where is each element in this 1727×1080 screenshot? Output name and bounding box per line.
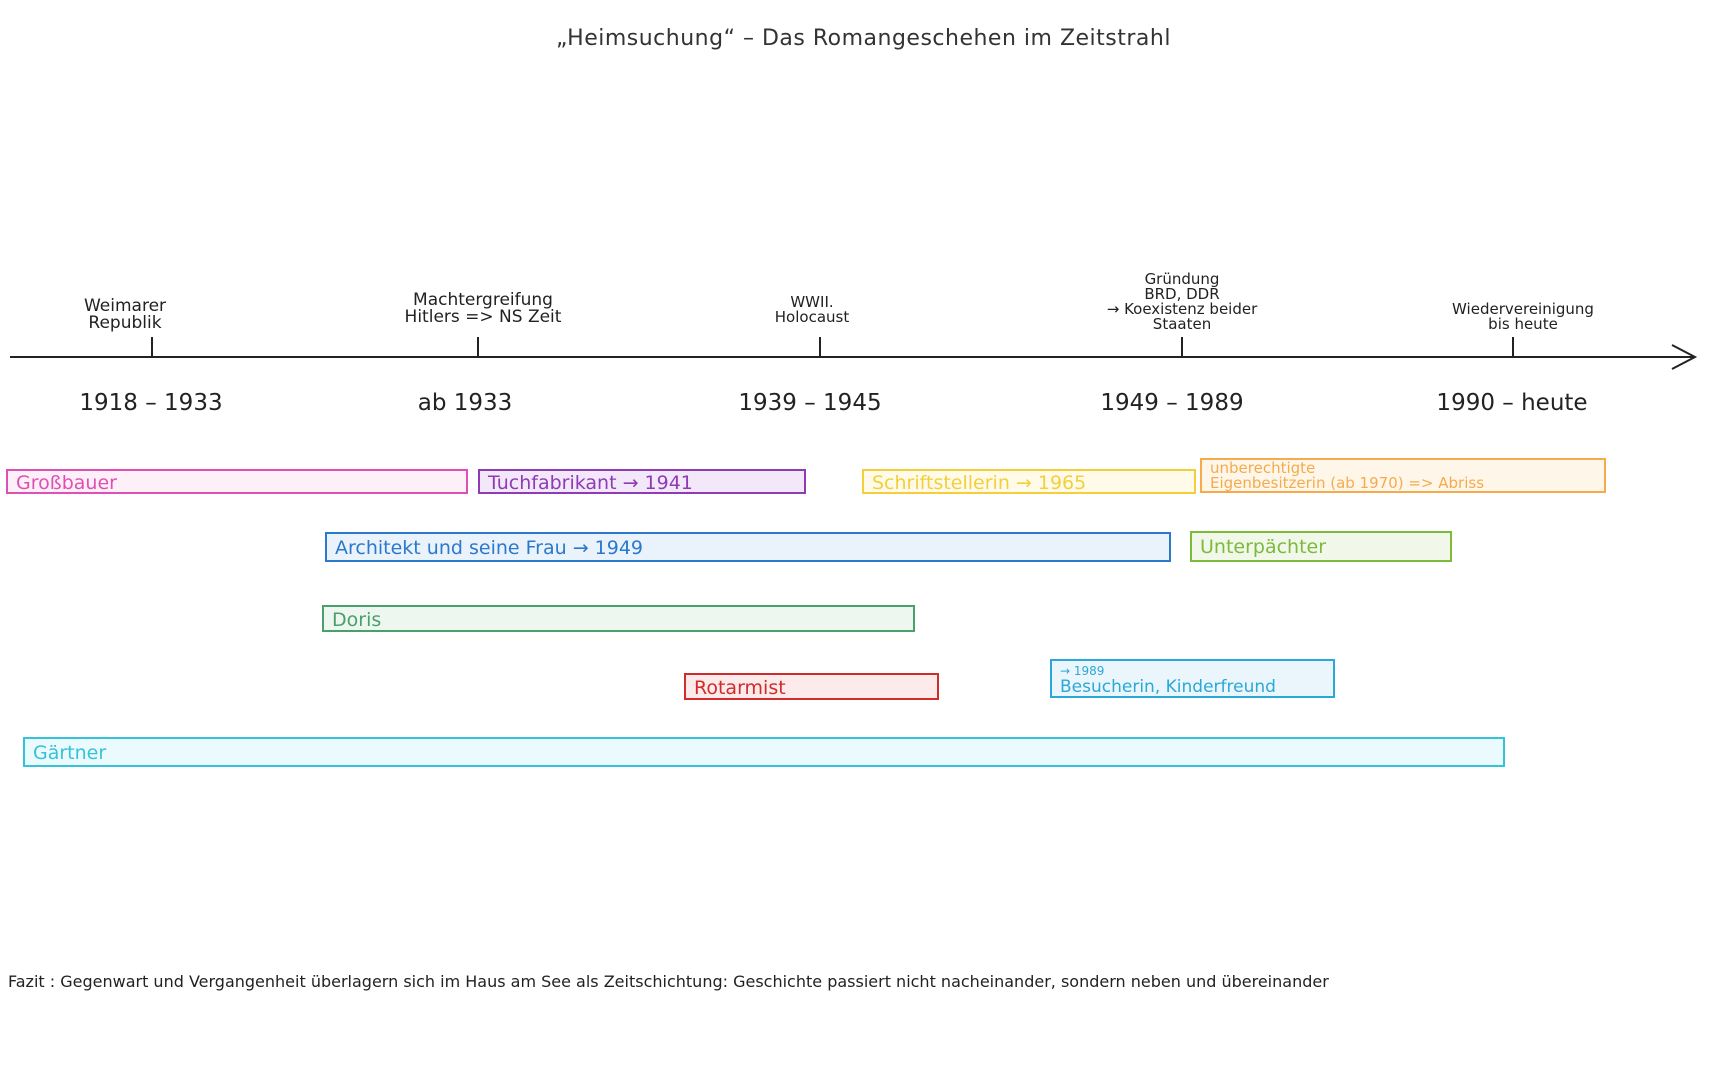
epoch-label: WWII. Holocaust (774, 293, 850, 326)
axis-arrow-icon (1671, 344, 1698, 370)
epoch-years: ab 1933 (417, 390, 513, 416)
character-bar-tuchfabrikant: Tuchfabrikant → 1941 (478, 469, 806, 494)
character-bar-schriftstellerin: Schriftstellerin → 1965 (862, 469, 1196, 494)
epoch-label: Weimarer Republik (83, 296, 167, 333)
epoch-label: Wiedervereinigung bis heute (1452, 300, 1594, 333)
character-bar-eigenbesitzerin: unberechtigte Eigenbesitzerin (ab 1970) … (1200, 458, 1606, 493)
epoch-years: 1918 – 1933 (79, 390, 223, 416)
character-bar-architekt: Architekt und seine Frau → 1949 (325, 532, 1171, 562)
character-bar-unterpaechter: Unterpächter (1190, 531, 1452, 562)
character-bar-doris: Doris (322, 605, 915, 632)
epoch-label: Gründung BRD, DDR → Koexistenz beider St… (1106, 270, 1258, 333)
epoch-years: 1939 – 1945 (738, 390, 882, 416)
epoch-years: 1990 – heute (1436, 390, 1588, 416)
character-bar-rotarmist: Rotarmist (684, 673, 939, 700)
fazit-text: Fazit : Gegenwart und Vergangenheit über… (8, 972, 1329, 991)
character-bar-grossbauer: Großbauer (6, 469, 468, 494)
diagram-title: „Heimsuchung“ – Das Romangeschehen im Ze… (556, 26, 1171, 51)
epoch-years: 1949 – 1989 (1100, 390, 1244, 416)
character-bar-besucherin: → 1989 Besucherin, Kinderfreund (1050, 659, 1335, 698)
epoch-label: Machtergreifung Hitlers => NS Zeit (404, 290, 562, 327)
character-bar-gaertner: Gärtner (23, 737, 1505, 767)
